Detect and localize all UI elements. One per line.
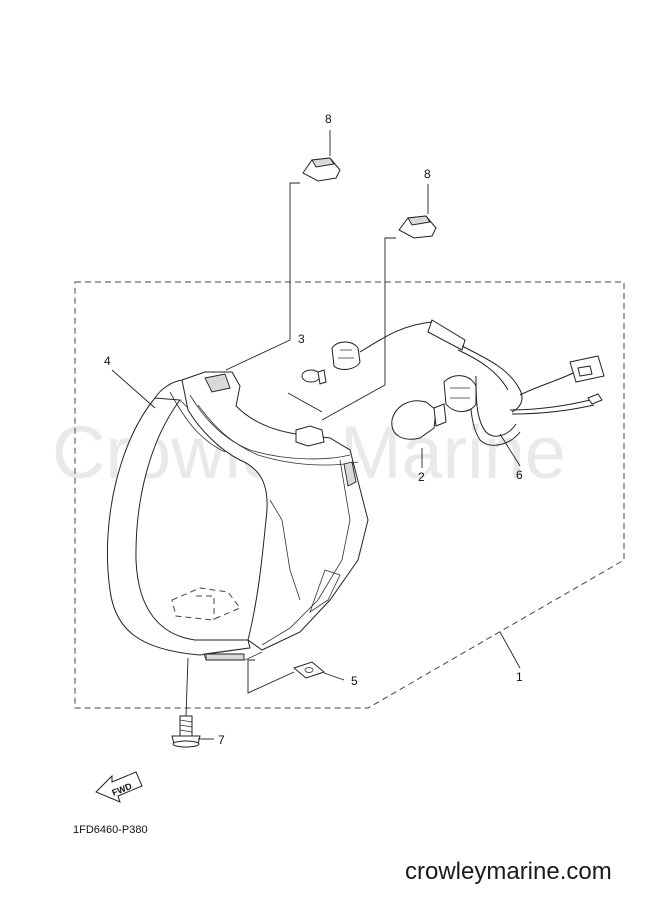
nut-leader [247, 659, 295, 694]
clip-leader-lower [321, 237, 396, 421]
assembly-boundary [74, 281, 625, 709]
bulb-part-2 [391, 400, 447, 440]
clip-part-8-upper [302, 157, 341, 182]
fwd-arrow-icon: FWD [95, 771, 143, 803]
screw-guide-line [185, 657, 189, 717]
drawing-code: 1FD6460-P380 [73, 824, 148, 836]
callout-5: 5 [351, 674, 358, 688]
callout-1: 1 [516, 670, 523, 684]
leader-5 [323, 672, 345, 681]
clip-leader-upper [225, 182, 300, 371]
site-footer: crowleymarine.com [405, 858, 612, 885]
bulb-3-leader [287, 392, 323, 413]
clip-part-8-lower [398, 215, 437, 239]
leader-4 [111, 369, 156, 409]
bulb-part-3 [301, 369, 327, 385]
callout-3: 3 [298, 332, 305, 346]
nut-part-5 [292, 661, 326, 679]
screw-part-7 [171, 715, 201, 748]
callout-8-lower: 8 [424, 167, 431, 181]
callout-2: 2 [418, 470, 425, 484]
callout-8-upper: 8 [325, 112, 332, 126]
headlight-housing [171, 371, 369, 661]
leader-6 [499, 433, 521, 467]
callout-4: 4 [104, 354, 111, 368]
wiring-harness [427, 319, 605, 446]
bulb-socket-small [331, 321, 433, 370]
leader-1 [499, 631, 521, 669]
callout-6: 6 [516, 468, 523, 482]
callout-7: 7 [218, 733, 225, 747]
bulb-socket-main [443, 375, 477, 412]
